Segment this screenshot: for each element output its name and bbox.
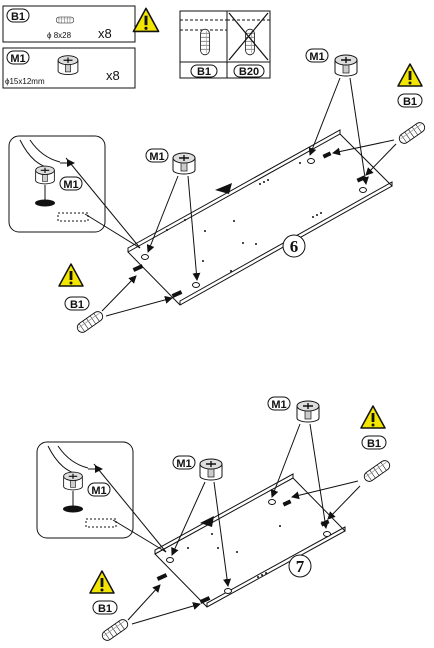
dowel-icon <box>99 617 131 643</box>
dowel-comparison-box: B1 B20 <box>179 10 271 79</box>
step-6-dowel-label-right: B1 <box>403 96 417 108</box>
cam-lock-icon <box>172 152 196 175</box>
warning-icon <box>132 7 160 33</box>
cam-lock-icon <box>199 458 223 481</box>
cam-lock-icon <box>296 400 320 423</box>
legend-cam-code: M1 <box>10 53 25 65</box>
dowel-icon <box>361 458 393 484</box>
cam-lock-icon <box>35 165 55 185</box>
legend-dowel-qty: x8 <box>98 26 112 41</box>
cam-lock-icon <box>63 471 83 491</box>
warning-icon <box>360 405 386 429</box>
legend-cam-qty: x8 <box>106 68 120 83</box>
dowel-icon <box>74 309 106 335</box>
legend-dowel-code: B1 <box>11 11 25 23</box>
step-6: 6 M1 M1 B1 B1 <box>8 48 428 335</box>
warning-icon <box>58 263 84 287</box>
step-7: 7 M1 M1 B1 B1 <box>36 396 393 643</box>
cam-lock-icon <box>334 54 358 77</box>
step-7-cam-label-mid: M1 <box>176 458 191 470</box>
warning-icon <box>397 63 423 87</box>
step-6-inset-cam-label: M1 <box>63 179 78 191</box>
step-7-cam-label-right: M1 <box>271 399 286 411</box>
cam-lock-icon <box>57 55 79 76</box>
step-7-number: 7 <box>296 557 305 576</box>
legend-cam-box: M1 ϕ15x12mm x8 <box>2 47 136 89</box>
step-6-dowel-label-left: B1 <box>70 299 84 311</box>
comparison-ok-code: B1 <box>197 66 211 78</box>
comparison-wrong-code: B20 <box>239 66 259 78</box>
step-7-inset: M1 <box>36 441 167 553</box>
step-6-cam-label-mid: M1 <box>149 151 164 163</box>
step-6-inset: M1 <box>8 135 141 249</box>
legend-cam-size: ϕ15x12mm <box>5 77 45 86</box>
step-6-cam-label-right: M1 <box>309 51 324 63</box>
legend-dowel-box: B1 ϕ 8x28 x8 <box>2 5 160 43</box>
legend-dowel-size: ϕ 8x28 <box>47 31 72 40</box>
step-6-number: 6 <box>290 237 299 256</box>
dowel-icon <box>396 120 428 146</box>
warning-icon <box>89 570 115 594</box>
step-7-inset-cam-label: M1 <box>91 485 106 497</box>
correct-dowel-icon <box>200 28 210 56</box>
step-7-dowel-label-right: B1 <box>367 438 381 450</box>
step-7-dowel-label-left: B1 <box>98 603 112 615</box>
dowel-icon <box>55 16 75 24</box>
